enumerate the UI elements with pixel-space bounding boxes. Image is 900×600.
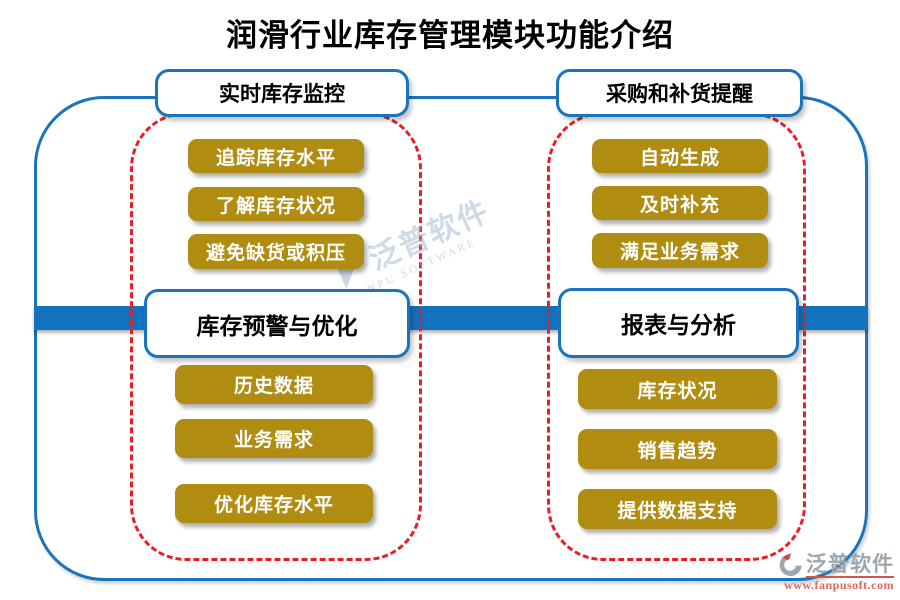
item-track-inventory-level: 追踪库存水平 <box>188 139 364 173</box>
header-label: 采购和补货提醒 <box>606 82 753 106</box>
header-label: 库存预警与优化 <box>196 313 358 339</box>
item-historical-data: 历史数据 <box>175 365 373 404</box>
item-optimize-inventory-level: 优化库存水平 <box>175 484 373 523</box>
brand-name: 泛普软件 <box>806 553 894 578</box>
item-inventory-status: 库存状况 <box>578 369 777 409</box>
item-know-inventory-status: 了解库存状况 <box>188 187 364 221</box>
brand-url: www.fanpusoft.com <box>784 578 894 593</box>
item-avoid-shortage-or-overstock: 避免缺货或积压 <box>188 234 364 269</box>
header-inventory-warning-optimization: 库存预警与优化 <box>144 289 410 358</box>
fanpu-logo-icon <box>779 553 802 577</box>
item-meet-business-needs: 满足业务需求 <box>592 233 768 268</box>
header-label: 报表与分析 <box>621 313 736 338</box>
header-realtime-monitoring: 实时库存监控 <box>155 69 409 117</box>
header-label: 实时库存监控 <box>219 82 345 106</box>
brand-logo: 泛普软件 www.fanpusoft.com <box>744 552 894 592</box>
header-reports-analysis: 报表与分析 <box>558 288 799 358</box>
item-business-demand: 业务需求 <box>175 419 373 458</box>
item-sales-trend: 销售趋势 <box>578 429 777 469</box>
page-title: 润滑行业库存管理模块功能介绍 <box>226 18 674 53</box>
header-purchase-replenishment-reminder: 采购和补货提醒 <box>556 69 803 117</box>
item-auto-generate: 自动生成 <box>592 139 768 173</box>
outer-frame <box>34 96 868 581</box>
item-provide-data-support: 提供数据支持 <box>578 489 777 529</box>
item-timely-replenish: 及时补充 <box>592 186 768 220</box>
